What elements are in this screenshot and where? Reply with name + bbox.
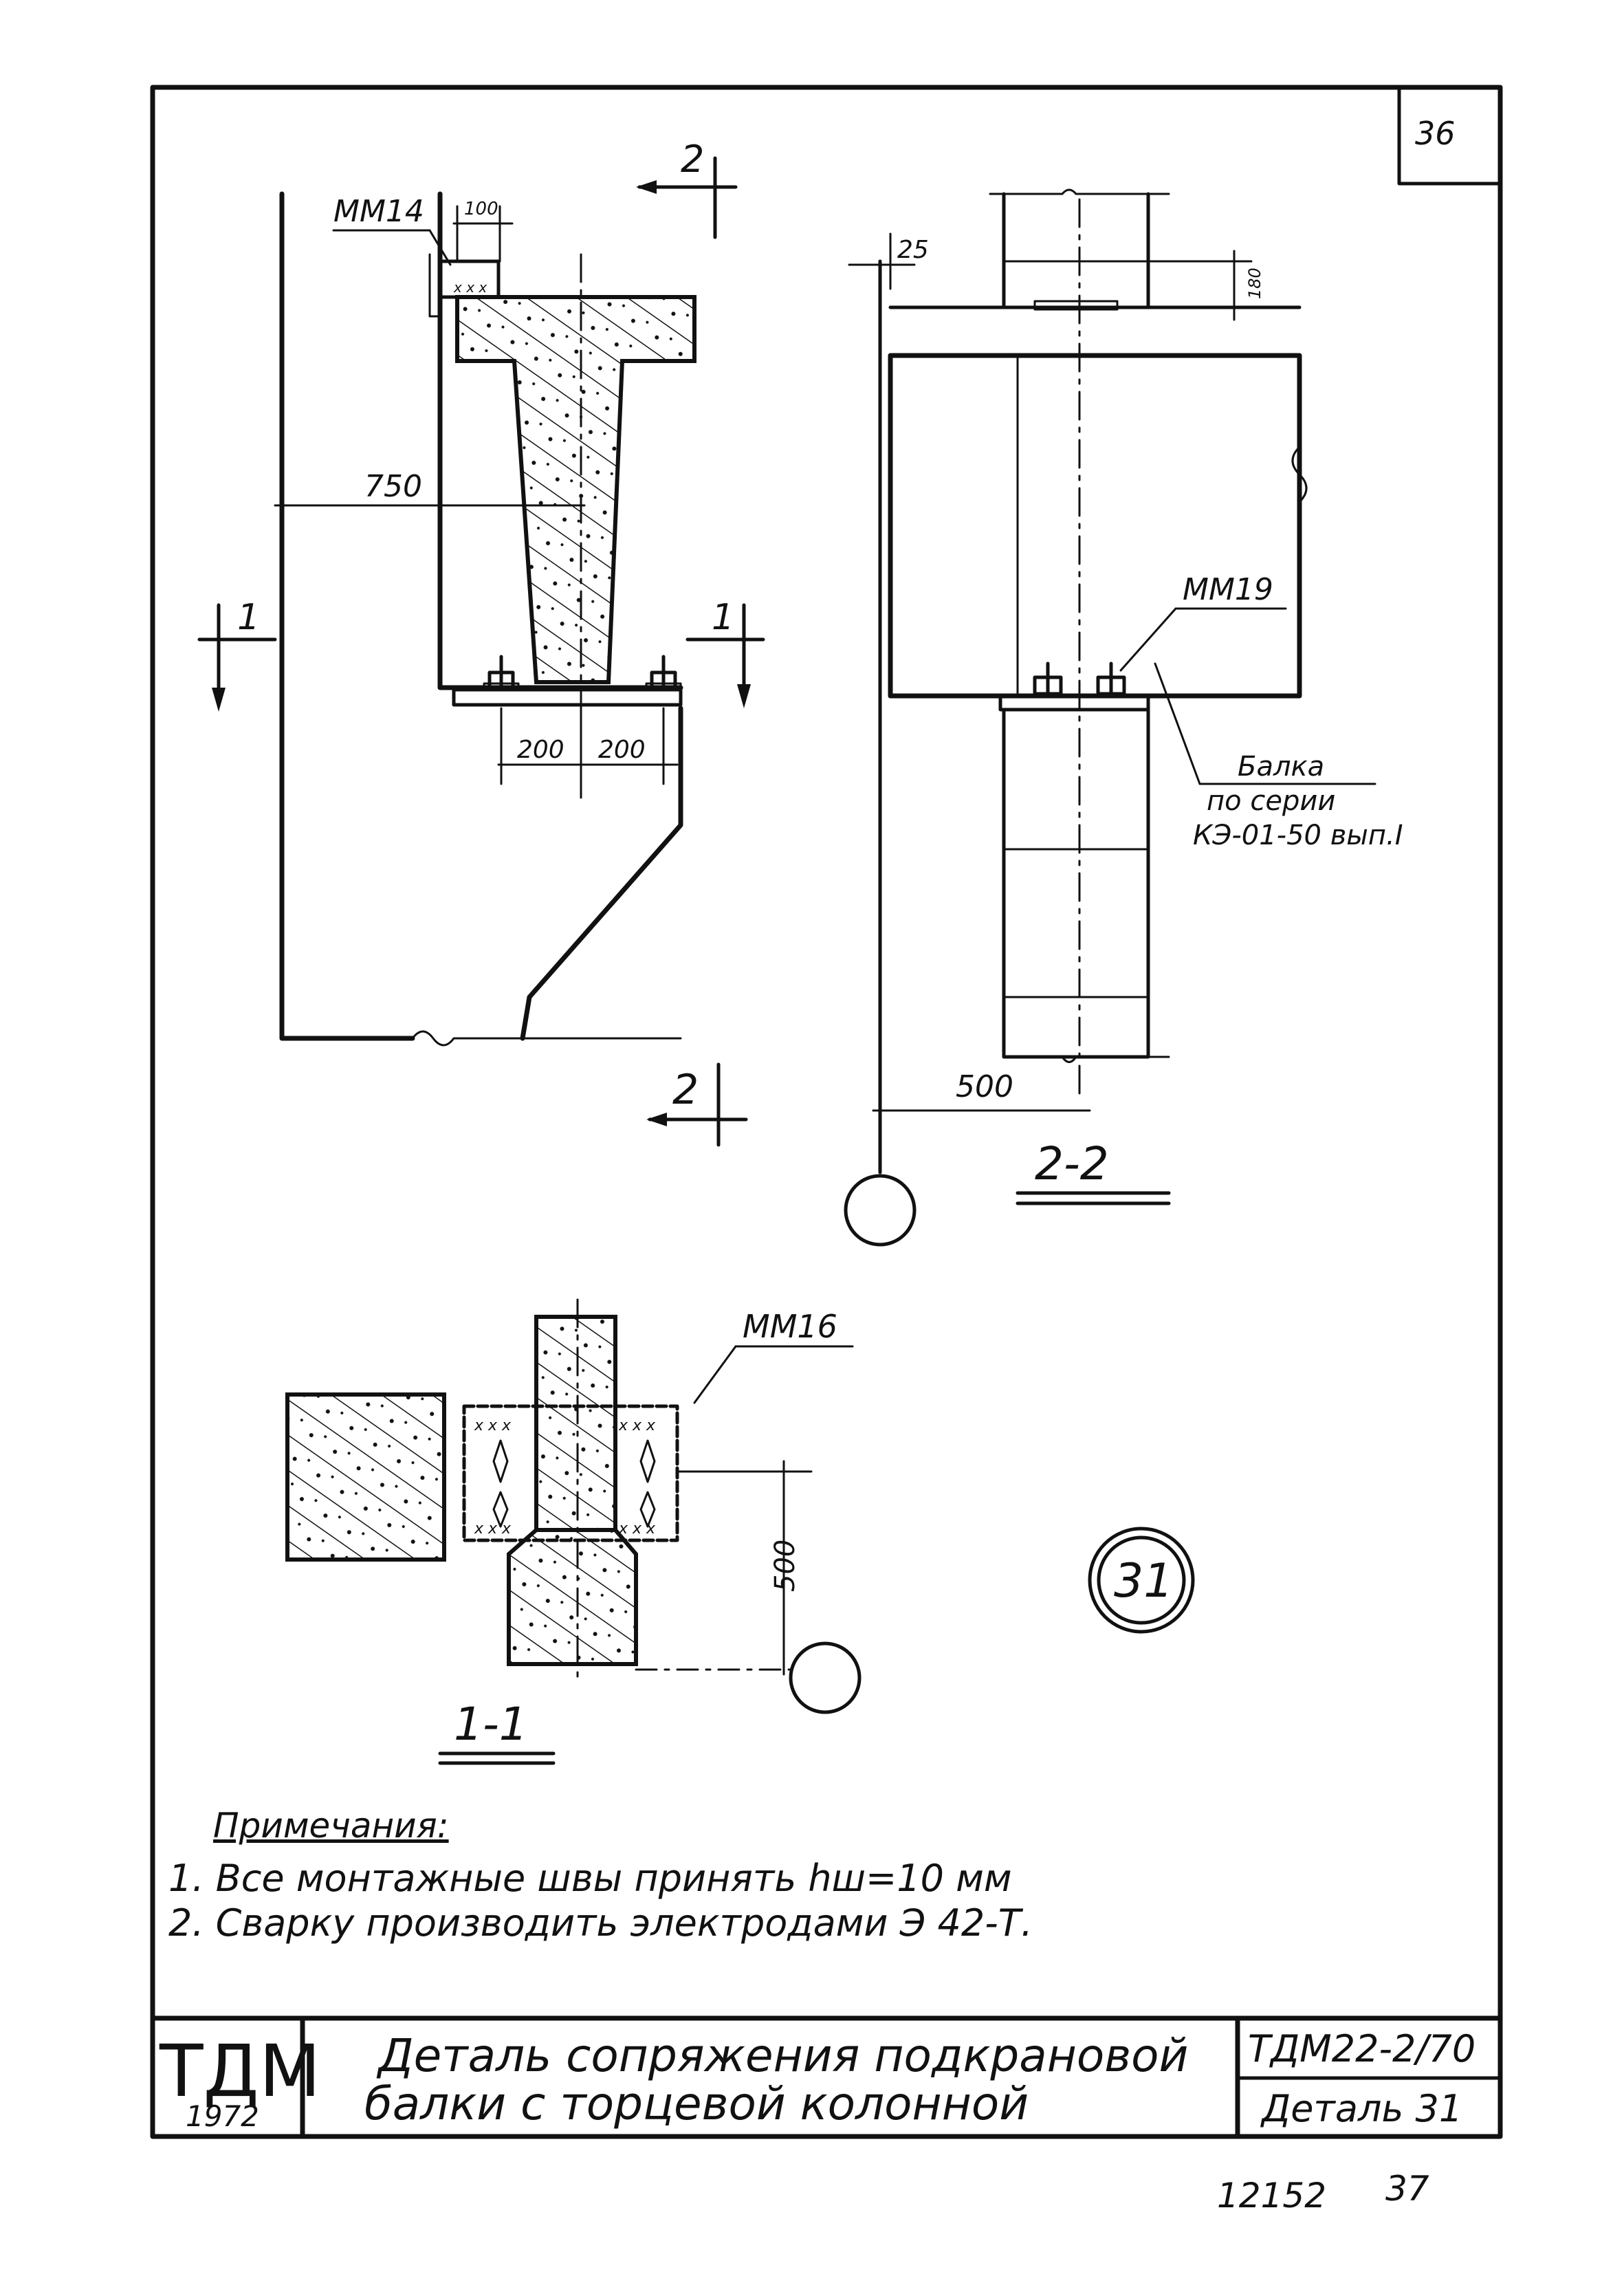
section-1-1-title: 1-1 xyxy=(454,1698,528,1751)
dim-180: 180 xyxy=(1245,267,1264,299)
note-1: 1. Все монтажные швы принять hш=10 мм xyxy=(168,1857,1012,1900)
embed-plate-mm16 xyxy=(462,1404,679,1542)
title-year: 1972 xyxy=(186,2099,259,2133)
cut-marker-2-bottom: 2 xyxy=(646,1062,748,1147)
svg-text:x x x: x x x xyxy=(618,1520,656,1538)
dim-200-left: 200 xyxy=(517,736,564,764)
svg-text:1: 1 xyxy=(712,597,734,638)
section-1-1: x x x x x x x x x x x x ММ16 500 1-1 xyxy=(285,1298,862,1765)
notes-heading: Примечания: xyxy=(213,1806,449,1846)
svg-text:2: 2 xyxy=(672,1066,699,1114)
corbel-outline xyxy=(520,706,683,1041)
page-number-box xyxy=(1397,85,1502,186)
logo-tdm: ТДМ xyxy=(159,2029,321,2113)
svg-text:x x x: x x x xyxy=(474,1520,512,1538)
elevation-view: x x x ММ14 100 750 200 200 xyxy=(197,138,765,1147)
t-beam-section xyxy=(455,295,696,684)
detail-code: Деталь 31 xyxy=(1260,2087,1462,2130)
svg-text:x x x: x x x xyxy=(474,1417,512,1434)
label-mm19: ММ19 xyxy=(1183,572,1273,607)
beam-note-line2: по серии xyxy=(1207,785,1335,817)
detail-marker-number: 31 xyxy=(1114,1554,1174,1608)
dim-25: 25 xyxy=(897,236,929,264)
column-outline xyxy=(279,191,415,1041)
cut-marker-2-top: 2 xyxy=(636,138,738,239)
archive-number: 12152 xyxy=(1217,2176,1326,2216)
label-mm16: ММ16 xyxy=(743,1308,837,1345)
bolt-pair-mm19 xyxy=(1033,662,1126,697)
dim-200-right: 200 xyxy=(598,736,646,764)
axis-bubble-1-1 xyxy=(789,1641,862,1714)
crane-beam xyxy=(888,353,1302,699)
section-2-2-title: 2-2 xyxy=(1035,1137,1109,1190)
section-2-2: 25 180 500 ММ19 Балка по серии КЭ-01-50 … xyxy=(844,188,1403,1247)
detail-marker: 31 xyxy=(1088,1527,1195,1634)
doc-code: ТДМ22-2/70 xyxy=(1248,2027,1475,2070)
dim-100: 100 xyxy=(464,199,498,219)
wall-block xyxy=(285,1392,446,1562)
beam-note-line3: КЭ-01-50 вып.I xyxy=(1193,820,1403,851)
note-2: 2. Сварку производить электродами Э 42-Т… xyxy=(168,1901,1033,1945)
beam-note-line1: Балка xyxy=(1238,751,1324,783)
anchor-bolt-right xyxy=(645,655,682,692)
sheet-frame xyxy=(150,85,1503,2139)
svg-text:2: 2 xyxy=(681,138,704,181)
dim-750: 750 xyxy=(364,469,422,504)
dim-500-1-1: 500 xyxy=(769,1540,801,1592)
svg-text:x x x: x x x xyxy=(453,279,487,296)
svg-text:x x x: x x x xyxy=(618,1417,656,1434)
lower-column xyxy=(1002,708,1150,1059)
bearing-plate xyxy=(452,688,683,707)
cut-marker-1-left: 1 xyxy=(197,597,277,712)
sheet-number: 37 xyxy=(1385,2169,1429,2209)
svg-text:1: 1 xyxy=(237,597,260,638)
title-line1: Деталь сопряжения подкрановой xyxy=(376,2029,1188,2082)
dim-500-2-2: 500 xyxy=(956,1069,1013,1104)
column-lower xyxy=(507,1528,638,1666)
cut-marker-1-right: 1 xyxy=(685,597,765,708)
title-line2: балки с торцевой колонной xyxy=(364,2077,1029,2130)
notes: Примечания: 1. Все монтажные швы принять… xyxy=(168,1806,1033,1945)
anchor-bolt-left xyxy=(483,655,520,692)
axis-bubble-2-2 xyxy=(844,1174,917,1247)
column-web xyxy=(534,1315,617,1532)
embed-plate-mm14 xyxy=(438,259,501,299)
page-number: 36 xyxy=(1415,115,1456,152)
label-mm14: ММ14 xyxy=(333,194,424,229)
title-block: ТДМ 1972 Деталь сопряжения подкрановой б… xyxy=(150,2015,1503,2139)
